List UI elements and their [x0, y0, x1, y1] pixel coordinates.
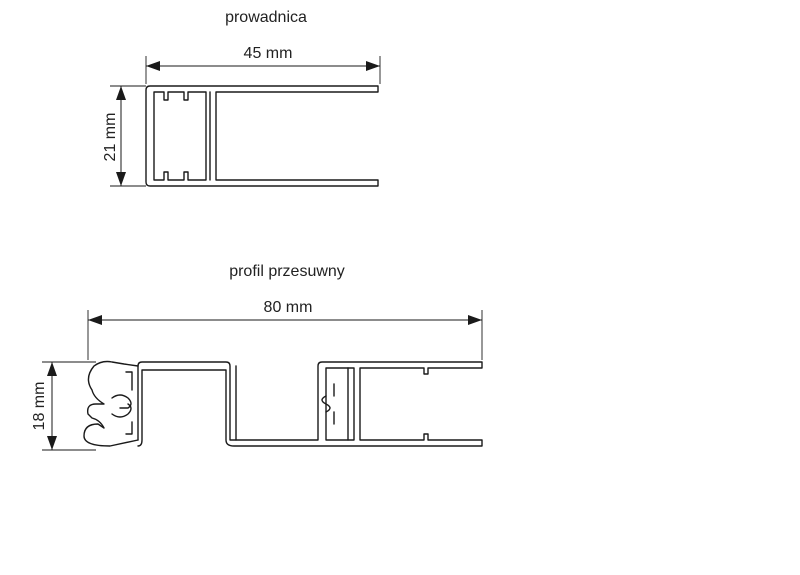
slider-right-chamber — [325, 367, 355, 441]
slider-right-clip — [321, 383, 335, 425]
guide-inner-chamber — [153, 91, 207, 181]
guide-width-arrow-left — [146, 61, 160, 71]
slider-left-lip-lower — [111, 403, 132, 418]
slider-height-label: 18 mm — [31, 382, 48, 431]
guide-title: prowadnica — [225, 9, 307, 26]
slider-left-nose — [83, 360, 139, 447]
guide-height-arrow-top — [116, 86, 126, 100]
slider-left-chamber — [125, 365, 139, 441]
guide-height-arrow-bottom — [116, 172, 126, 186]
slider-height-arrow-bottom — [47, 436, 57, 450]
guide-width-arrow-right — [366, 61, 380, 71]
guide-width-label: 45 mm — [244, 45, 293, 62]
guide-profile-outline — [145, 85, 379, 187]
slider-height-arrow-top — [47, 362, 57, 376]
slider-main-channel — [137, 361, 483, 447]
slider-left-lip-upper — [111, 394, 132, 409]
guide-profile-group: prowadnica 45 mm 21 mm — [102, 9, 381, 187]
slider-width-arrow-left — [88, 315, 102, 325]
slider-width-label: 80 mm — [264, 299, 313, 316]
guide-height-label: 21 mm — [102, 113, 119, 162]
slider-width-arrow-right — [468, 315, 482, 325]
slider-title: profil przesuwny — [229, 263, 345, 280]
slider-profile-group: profil przesuwny 80 mm 18 mm — [31, 263, 483, 451]
